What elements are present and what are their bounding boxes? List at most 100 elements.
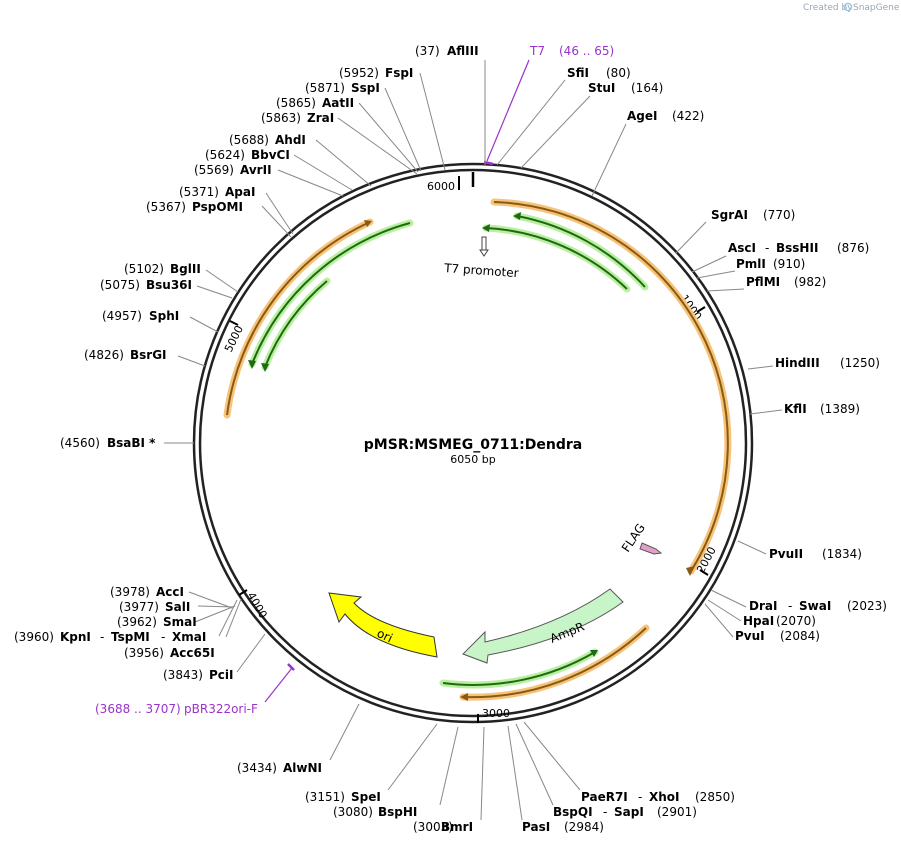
site-afliii-pos: (37) — [415, 44, 440, 58]
site-leader-lines — [164, 60, 783, 821]
site-asci-sep: - — [765, 241, 769, 255]
primer-pbr322ori-mark[interactable] — [264, 663, 295, 703]
site-paer7i-name2[interactable]: XhoI — [649, 790, 680, 804]
site-pasi-name[interactable]: PasI — [522, 820, 550, 834]
site-sspi-name[interactable]: SspI — [351, 81, 380, 95]
site-drai-pos: (2023) — [847, 599, 887, 613]
site-pcii-name[interactable]: PciI — [209, 668, 234, 682]
site-zrai-pos: (5863) — [261, 111, 301, 125]
site-pmli-pos: (910) — [773, 257, 805, 271]
site-agei-name[interactable]: AgeI — [627, 109, 657, 123]
site-asci-name[interactable]: AscI — [728, 241, 756, 255]
site-drai-name2[interactable]: SwaI — [799, 599, 831, 613]
site-paer7i-name[interactable]: PaeR7I — [581, 790, 628, 804]
feature-inner-green-1[interactable] — [513, 212, 649, 291]
site-bspqi-pos: (2901) — [657, 805, 697, 819]
primer-t7-pos: (46 .. 65) — [559, 44, 614, 58]
site-hpai-pos: (2070) — [776, 614, 816, 628]
site-bsrgi-name[interactable]: BsrGI — [130, 348, 167, 362]
site-pflmi-name[interactable]: PflMI — [746, 275, 780, 289]
site-kpni-sep: - — [100, 630, 104, 644]
ori-label: ori — [375, 626, 395, 645]
feature-outer-orange-3[interactable] — [223, 218, 374, 419]
site-bsphi-name[interactable]: BspHI — [378, 805, 417, 819]
site-avrii-name[interactable]: AvrII — [240, 163, 272, 177]
site-pcii-pos: (3843) — [163, 668, 203, 682]
feature-inner-green-3[interactable] — [439, 648, 599, 689]
tick-marks — [229, 172, 709, 723]
site-bsu36i-name[interactable]: Bsu36I — [146, 278, 192, 292]
feature-ori[interactable]: ori — [328, 592, 438, 658]
primer-pbr-pos: (3688 .. 3707) — [95, 702, 181, 716]
site-sgrai-pos: (770) — [763, 208, 795, 222]
site-sali-pos: (3977) — [119, 600, 159, 614]
site-pspomi-name[interactable]: PspOMI — [192, 200, 243, 214]
primer-t7-name[interactable]: T7 — [529, 44, 545, 58]
feature-outer-orange-1[interactable] — [490, 198, 732, 576]
site-bmri-name[interactable]: BmrI — [441, 820, 473, 834]
site-spei-name[interactable]: SpeI — [351, 790, 381, 804]
site-asci-name2[interactable]: BssHII — [776, 241, 818, 255]
site-zrai-name[interactable]: ZraI — [307, 111, 334, 125]
feature-inner-green-2[interactable] — [482, 224, 631, 293]
site-acci-name[interactable]: AccI — [156, 585, 184, 599]
site-ahdi-name[interactable]: AhdI — [275, 133, 306, 147]
site-bsabi-name[interactable]: BsaBI * — [107, 436, 156, 450]
site-sgrai-name[interactable]: SgrAI — [711, 208, 748, 222]
tick-1000 — [696, 306, 706, 313]
credit-brand: SnapGene — [853, 3, 900, 13]
site-fspi-name[interactable]: FspI — [385, 66, 413, 80]
site-sphi-pos: (4957) — [102, 309, 142, 323]
site-pvui-name[interactable]: PvuI — [735, 629, 765, 643]
site-stui-name[interactable]: StuI — [588, 81, 615, 95]
site-afliii-name[interactable]: AflIII — [447, 44, 479, 58]
site-hindiii-pos: (1250) — [840, 356, 880, 370]
site-bspqi-name2[interactable]: SapI — [614, 805, 644, 819]
site-pvui-pos: (2084) — [780, 629, 820, 643]
snapgene-credit: Created by SnapGene — [803, 2, 900, 13]
site-pmli-name[interactable]: PmlI — [736, 257, 766, 271]
site-smai-name[interactable]: SmaI — [163, 615, 197, 629]
site-kpni-pos: (3960) — [14, 630, 54, 644]
site-apai-name[interactable]: ApaI — [225, 185, 255, 199]
site-acc65i-name[interactable]: Acc65I — [170, 646, 215, 660]
site-kfli-name[interactable]: KflI — [784, 402, 807, 416]
site-bglii-name[interactable]: BglII — [170, 262, 201, 276]
feature-ampr[interactable]: AmpR — [462, 588, 624, 664]
site-stui-pos: (164) — [631, 81, 663, 95]
site-avrii-pos: (5569) — [194, 163, 234, 177]
site-bbvci-name[interactable]: BbvCI — [251, 148, 290, 162]
site-kpni-name2[interactable]: TspMI — [111, 630, 150, 644]
primer-pbr-name[interactable]: pBR322ori-F — [184, 702, 258, 716]
site-sali-name[interactable]: SalI — [165, 600, 190, 614]
tick-5000 — [229, 320, 239, 326]
feature-inner-green-5[interactable] — [261, 277, 331, 372]
site-sfii-name[interactable]: SfiI — [567, 66, 589, 80]
site-pvuii-pos: (1834) — [822, 547, 862, 561]
site-agei-pos: (422) — [672, 109, 704, 123]
site-alwni-name[interactable]: AlwNI — [283, 761, 322, 775]
site-ahdi-pos: (5688) — [229, 133, 269, 147]
feature-flag[interactable]: FLAG — [619, 521, 663, 555]
site-kpni-name[interactable]: KpnI — [60, 630, 91, 644]
tick-label-6000: 6000 — [427, 180, 455, 193]
feature-inner-green-4[interactable] — [248, 219, 414, 369]
t7-promoter-label: T7 promoter — [443, 261, 519, 280]
site-bglii-pos: (5102) — [124, 262, 164, 276]
site-hindiii-name[interactable]: HindIII — [775, 356, 820, 370]
tick-label-3000: 3000 — [482, 707, 510, 720]
site-sphi-name[interactable]: SphI — [149, 309, 179, 323]
feature-outer-orange-2[interactable] — [459, 624, 650, 701]
site-pvuii-name[interactable]: PvuII — [769, 547, 803, 561]
site-bspqi-name[interactable]: BspQI — [553, 805, 593, 819]
site-hpai-name[interactable]: HpaI — [743, 614, 774, 628]
site-bsu36i-pos: (5075) — [100, 278, 140, 292]
site-pasi-pos: (2984) — [564, 820, 604, 834]
site-aatii-name[interactable]: AatII — [322, 96, 354, 110]
site-bmri-pos: (3003) — [413, 820, 453, 834]
primer-t7-mark[interactable] — [483, 59, 530, 166]
site-drai-name[interactable]: DraI — [749, 599, 777, 613]
site-kpni-name3[interactable]: XmaI — [172, 630, 206, 644]
site-pspomi-pos: (5367) — [146, 200, 186, 214]
feature-t7-promoter[interactable]: T7 promoter — [443, 236, 519, 280]
